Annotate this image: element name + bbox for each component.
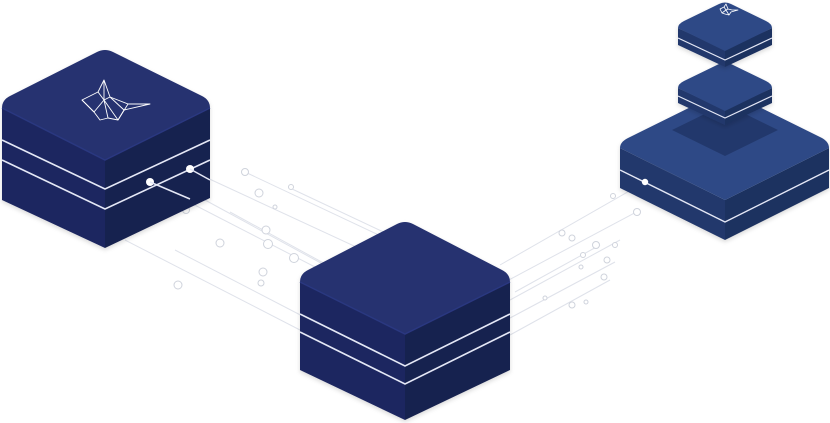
small-fox-logo-icon xyxy=(719,3,739,16)
connector-nodes-left xyxy=(173,168,299,290)
right-stack-layer-middle xyxy=(677,62,773,125)
connector-lines-right xyxy=(499,181,646,336)
connector-nodes-right xyxy=(542,193,641,309)
fox-logo-icon xyxy=(81,79,151,121)
right-block xyxy=(619,92,830,240)
center-block xyxy=(299,222,511,420)
right-stack-layer-top xyxy=(677,2,773,67)
left-block xyxy=(1,50,211,248)
